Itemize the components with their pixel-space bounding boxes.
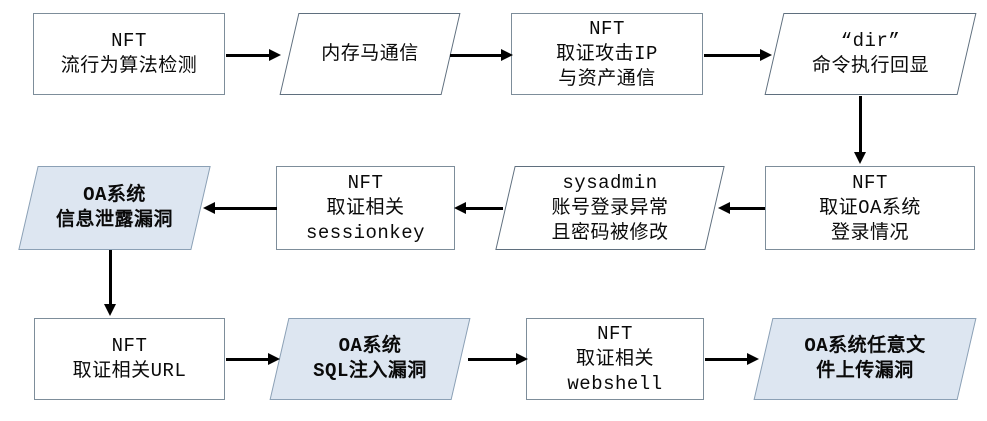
node-nft-forensic-url: NFT 取证相关URL [34, 318, 225, 400]
node-sysadmin-abnormal-login: sysadmin 账号登录异常 且密码被修改 [494, 166, 726, 250]
node-label-line: NFT [111, 30, 147, 52]
node-label-line: OA系统任意文 [804, 335, 926, 357]
node-label: NFT 取证相关URL [34, 318, 225, 400]
node-oa-arbitrary-file-upload-vuln: OA系统任意文 件上传漏洞 [752, 318, 978, 400]
node-label-line: 取证攻击IP [556, 42, 658, 65]
node-label-line: 取证相关URL [72, 360, 187, 382]
node-label: OA系统任意文 件上传漏洞 [752, 318, 978, 400]
node-label-line: 件上传漏洞 [816, 360, 914, 382]
node-nft-forensic-attack-ip: NFT 取证攻击IP 与资产通信 [511, 13, 703, 95]
node-label: 内存马通信 [278, 13, 462, 95]
node-label-line: 信息泄露漏洞 [55, 209, 173, 231]
node-nft-forensic-sessionkey: NFT 取证相关 sessionkey [276, 166, 455, 250]
node-oa-info-leak-vuln: OA系统 信息泄露漏洞 [17, 166, 212, 250]
arrow-right-icon [705, 353, 759, 365]
node-label-line: NFT [111, 335, 148, 357]
node-label-line: webshell [567, 372, 663, 395]
node-label: NFT 取证攻击IP 与资产通信 [511, 13, 703, 95]
node-label: NFT 取证相关 webshell [526, 318, 704, 400]
node-label: NFT 取证相关 sessionkey [276, 166, 455, 250]
node-label-line: 内存马通信 [321, 42, 419, 65]
arrow-left-icon [203, 202, 277, 214]
arrow-right-icon [704, 49, 772, 61]
node-label: sysadmin 账号登录异常 且密码被修改 [494, 166, 726, 250]
node-oa-sql-injection-vuln: OA系统 SQL注入漏洞 [268, 318, 472, 400]
node-label-line: 取证OA系统 [819, 196, 921, 219]
node-nft-forensic-oa-login: NFT 取证OA系统 登录情况 [765, 166, 975, 250]
node-label-line: sysadmin [562, 171, 658, 194]
node-label: OA系统 信息泄露漏洞 [17, 166, 212, 250]
node-label-line: 取证相关 [575, 347, 654, 370]
node-shape-rect [765, 166, 975, 250]
node-label-line: sessionkey [305, 221, 426, 244]
node-label-line: 账号登录异常 [551, 196, 669, 219]
arrow-left-icon [718, 202, 765, 214]
arrow-right-icon [450, 49, 513, 61]
node-label-line: 流行为算法检测 [60, 55, 198, 77]
node-memory-trojan-communication: 内存马通信 [278, 13, 462, 95]
node-label-line: NFT [589, 17, 625, 40]
node-label-line: “dir” [840, 30, 901, 52]
arrow-left-icon [454, 202, 503, 214]
node-label-line: OA系统 [338, 335, 402, 357]
node-label-line: 且密码被修改 [551, 221, 669, 244]
node-label-line: OA系统 [83, 184, 146, 206]
node-label: NFT 流行为算法检测 [33, 13, 225, 95]
node-shape-rect [526, 318, 704, 400]
arrow-down-icon [854, 96, 866, 164]
arrow-right-icon [226, 49, 281, 61]
node-label-line: 取证相关 [326, 196, 405, 219]
node-label-line: NFT [347, 171, 384, 194]
node-shape-rect [34, 318, 225, 400]
node-label-line: 命令执行回显 [811, 55, 929, 77]
node-nft-forensic-webshell: NFT 取证相关 webshell [526, 318, 704, 400]
node-shape-rect [276, 166, 455, 250]
arrow-right-icon [468, 353, 528, 365]
node-label-line: 与资产通信 [558, 67, 656, 90]
node-label: OA系统 SQL注入漏洞 [268, 318, 472, 400]
node-label: NFT 取证OA系统 登录情况 [765, 166, 975, 250]
arrow-right-icon [226, 353, 280, 365]
node-dir-command-echo: “dir” 命令执行回显 [763, 13, 978, 95]
node-nft-flow-behavior-detection: NFT 流行为算法检测 [33, 13, 225, 95]
node-label-line: SQL注入漏洞 [313, 360, 427, 382]
node-label: “dir” 命令执行回显 [763, 13, 978, 95]
node-label-line: NFT [597, 322, 633, 345]
arrow-down-icon [104, 250, 116, 316]
node-label-line: NFT [852, 171, 888, 194]
node-label-line: 登录情况 [830, 221, 909, 244]
node-shape-rect [33, 13, 225, 95]
node-shape-rect [511, 13, 703, 95]
